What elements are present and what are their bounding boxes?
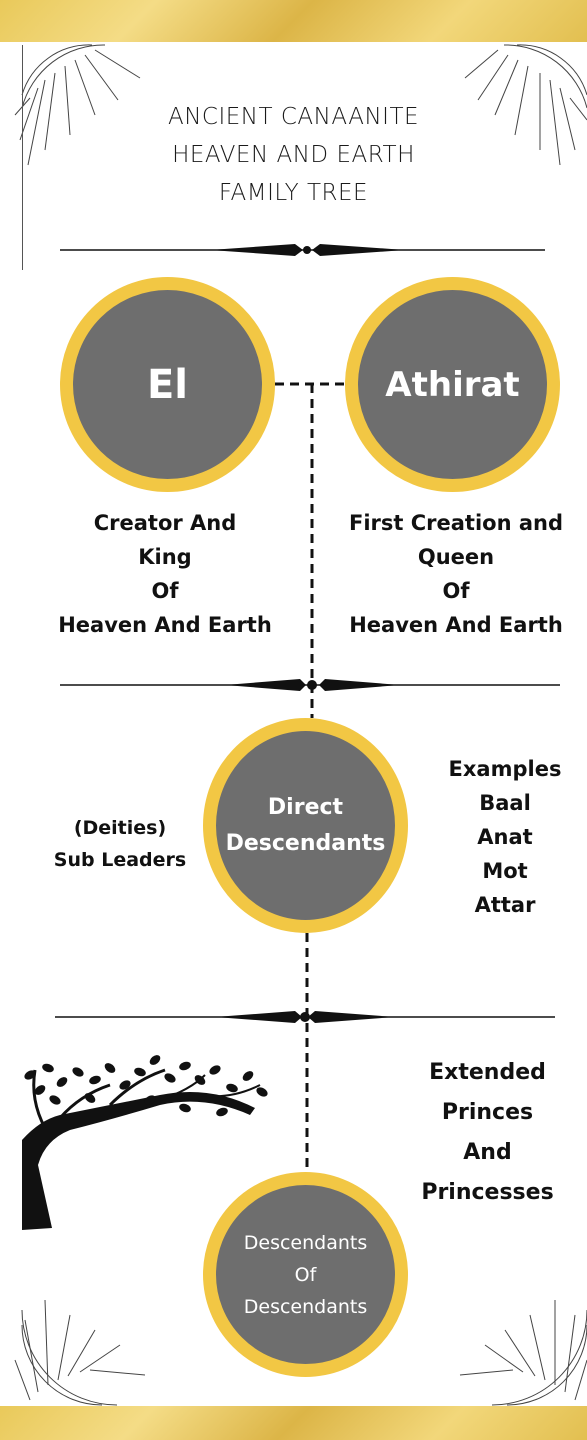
sunburst-bottom-right (460, 1300, 587, 1405)
node-el: El (60, 277, 275, 492)
label-examples-line: Examples (430, 752, 580, 786)
node-el-name: El (147, 362, 188, 408)
title-line-2: HEAVEN AND EARTH (0, 136, 587, 174)
label-examples: Examples Baal Anat Mot Attar (430, 752, 580, 922)
label-athirat-line: Of (325, 574, 587, 608)
title-line-3: FAMILY TREE (0, 174, 587, 212)
divider-3 (55, 1011, 555, 1023)
label-extended-line: Princes (395, 1093, 580, 1133)
label-examples-line: Baal (430, 786, 580, 820)
node-descendants-of-descendants: Descendants Of Descendants (203, 1172, 408, 1377)
label-sub-leaders-line: (Deities) (30, 812, 210, 844)
label-examples-line: Mot (430, 854, 580, 888)
node-dod-line3: Descendants (244, 1291, 368, 1323)
label-extended: Extended Princes And Princesses (395, 1053, 580, 1213)
label-extended-line: Princesses (395, 1173, 580, 1213)
label-extended-line: Extended (395, 1053, 580, 1093)
label-extended-line: And (395, 1133, 580, 1173)
label-athirat-line: Heaven And Earth (325, 608, 587, 642)
node-direct-line1: Direct (268, 790, 343, 826)
node-dod-line1: Descendants (244, 1227, 368, 1259)
page-title: ANCIENT CANAANITE HEAVEN AND EARTH FAMIL… (0, 98, 587, 212)
label-el-line: Creator And (30, 506, 300, 540)
label-examples-line: Attar (430, 888, 580, 922)
node-direct-line2: Descendants (226, 826, 386, 862)
title-line-1: ANCIENT CANAANITE (0, 98, 587, 136)
divider-2 (60, 679, 560, 691)
sunburst-bottom-left (15, 1300, 145, 1405)
label-athirat-line: Queen (325, 540, 587, 574)
label-el-line: Heaven And Earth (30, 608, 300, 642)
node-dod-line2: Of (295, 1259, 317, 1291)
node-direct-descendants: Direct Descendants (203, 718, 408, 933)
label-el-description: Creator And King Of Heaven And Earth (30, 506, 300, 642)
node-athirat: Athirat (345, 277, 560, 492)
label-athirat-line: First Creation and (325, 506, 587, 540)
label-examples-line: Anat (430, 820, 580, 854)
label-athirat-description: First Creation and Queen Of Heaven And E… (325, 506, 587, 642)
label-sub-leaders: (Deities) Sub Leaders (30, 812, 210, 876)
label-sub-leaders-line: Sub Leaders (30, 844, 210, 876)
label-el-line: Of (30, 574, 300, 608)
label-el-line: King (30, 540, 300, 574)
node-athirat-name: Athirat (385, 365, 519, 405)
